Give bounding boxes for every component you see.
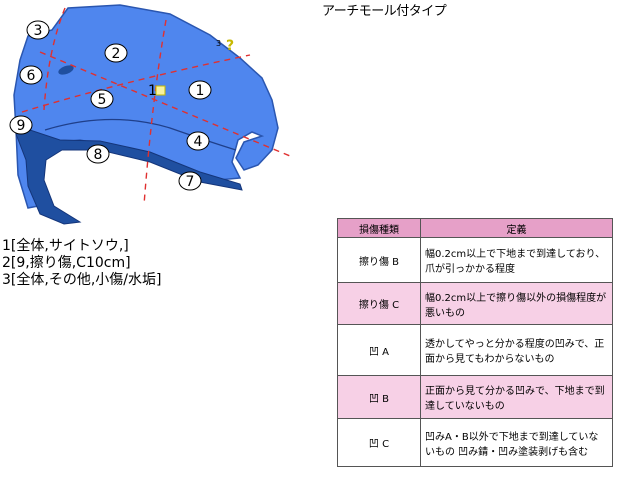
svg-text:3: 3 (34, 23, 43, 39)
part-label-7[interactable]: 7 (178, 171, 202, 191)
svg-text:1: 1 (196, 83, 205, 99)
legend-definition: 正面から見て分かる凹みで、下地まで到達していないもの (420, 375, 613, 419)
part-label-8[interactable]: 8 (86, 144, 110, 164)
legend-header-def: 定義 (420, 218, 613, 238)
damage-legend-table: 損傷種類 定義 擦り傷 B 幅0.2cm以上で下地まで到達しており、爪が引っかか… (337, 218, 613, 467)
legend-type: 凹 C (337, 418, 421, 467)
damage-notes: 1[全体,サイトソウ,] 2[9,擦り傷,C10cm] 3[全体,その他,小傷/… (2, 238, 161, 289)
part-label-3[interactable]: 3 (26, 20, 50, 40)
part-label-9[interactable]: 9 (9, 115, 33, 135)
legend-definition: 透かしてやっと分かる程度の凹みで、正面から見てもわからないもの (420, 324, 613, 376)
svg-text:9: 9 (17, 118, 26, 134)
legend-row: 擦り傷 C 幅0.2cm以上で擦り傷以外の損傷程度が悪いもの (337, 282, 613, 325)
diagram-title: アーチモール付タイプ (322, 4, 447, 19)
legend-definition: 凹みA・B以外で下地まで到達していないもの 凹み錆・凹み塗装剥げも含む (420, 418, 613, 467)
zone-lines (21, 7, 291, 206)
legend-type: 凹 B (337, 375, 421, 419)
fender-diagram: 1 3 ? 1 2 3 4 5 6 7 8 9 (9, 4, 291, 225)
question-number: 3 (216, 39, 221, 48)
part-label-1[interactable]: 1 (188, 80, 212, 100)
part-label-5[interactable]: 5 (90, 89, 114, 109)
legend-row: 凹 C 凹みA・B以外で下地まで到達していないもの 凹み錆・凹み塗装剥げも含む (337, 418, 613, 467)
legend-row: 凹 B 正面から見て分かる凹みで、下地まで到達していないもの (337, 375, 613, 419)
legend-header: 損傷種類 定義 (337, 218, 613, 238)
svg-text:4: 4 (194, 134, 203, 150)
part-label-4[interactable]: 4 (186, 131, 210, 151)
svg-text:6: 6 (27, 68, 36, 84)
legend-type: 擦り傷 B (337, 237, 421, 283)
question-icon: ? (226, 38, 234, 54)
part-label-2[interactable]: 2 (104, 43, 128, 63)
legend-header-type: 損傷種類 (337, 218, 421, 238)
legend-definition: 幅0.2cm以上で下地まで到達しており、爪が引っかかる程度 (420, 237, 613, 283)
svg-text:5: 5 (98, 92, 107, 108)
damage-note-2: 2[9,擦り傷,C10cm] (2, 255, 131, 271)
damage-note-3: 3[全体,その他,小傷/水垢] (2, 272, 162, 288)
damage-note-1: 1[全体,サイトソウ,] (2, 238, 129, 254)
legend-row: 擦り傷 B 幅0.2cm以上で下地まで到達しており、爪が引っかかる程度 (337, 237, 613, 283)
fender-panel (13, 4, 279, 209)
legend-type: 凹 A (337, 324, 421, 376)
svg-text:8: 8 (94, 147, 103, 163)
point-marker-label: 1 (148, 83, 157, 99)
svg-text:2: 2 (112, 46, 121, 62)
point-marker (155, 85, 166, 96)
legend-type: 擦り傷 C (337, 282, 421, 325)
legend-row: 凹 A 透かしてやっと分かる程度の凹みで、正面から見てもわからないもの (337, 324, 613, 376)
panel-hole (58, 65, 74, 75)
panel-crease (44, 118, 237, 151)
legend-definition: 幅0.2cm以上で擦り傷以外の損傷程度が悪いもの (420, 282, 613, 325)
svg-text:7: 7 (186, 174, 195, 190)
part-label-6[interactable]: 6 (19, 65, 43, 85)
